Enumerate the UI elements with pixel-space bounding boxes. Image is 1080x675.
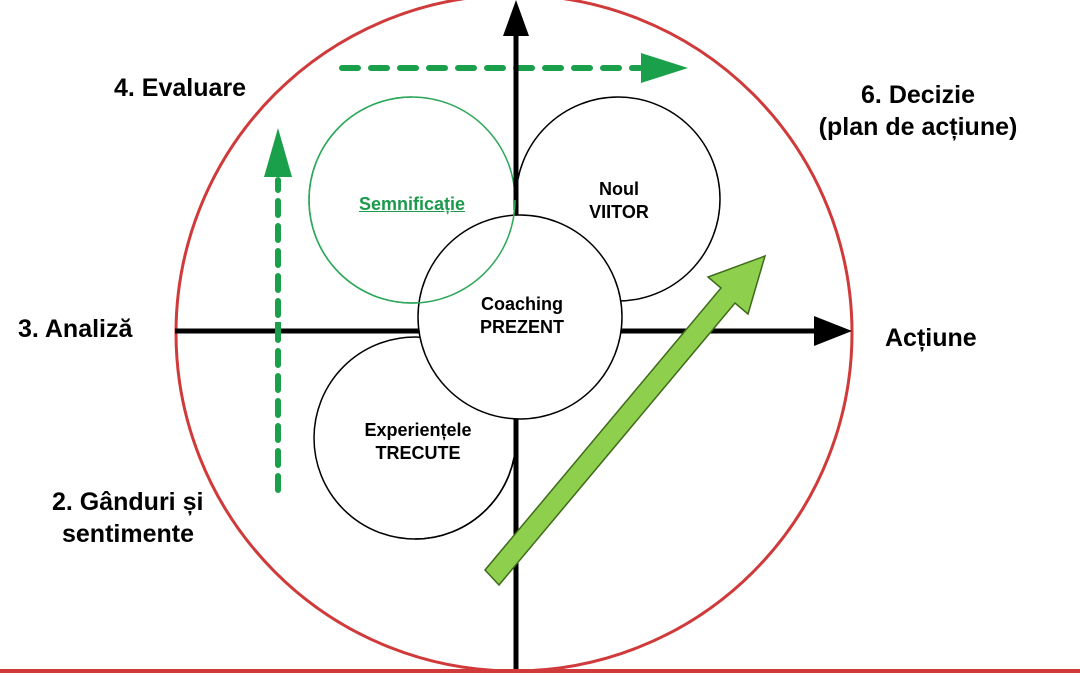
label-noul-viitor: Noul VIITOR bbox=[589, 178, 649, 224]
dashed-arrow-horizontal-head bbox=[641, 53, 688, 83]
label-ganduri-line2: sentimente bbox=[62, 520, 194, 548]
vertical-axis-arrowhead bbox=[503, 0, 529, 36]
dashed-arrow-vertical-head bbox=[264, 128, 292, 177]
label-ganduri: 2. Gânduri și sentimente bbox=[52, 486, 203, 550]
label-decizie-line2: (plan de acțiune) bbox=[818, 113, 1018, 141]
label-actiune: Acțiune bbox=[885, 324, 977, 352]
label-trecute-line1: Experiențele bbox=[364, 420, 472, 440]
label-viitor-line1: Noul bbox=[599, 179, 639, 199]
label-viitor-line2: VIITOR bbox=[589, 202, 649, 222]
label-prezent-line2: PREZENT bbox=[479, 317, 565, 337]
circle-coaching-prezent bbox=[417, 214, 623, 420]
label-experientele-trecute: Experiențele TRECUTE bbox=[364, 419, 471, 465]
label-decizie: 6. Decizie (plan de acțiune) bbox=[819, 79, 1018, 143]
label-evaluare: 4. Evaluare bbox=[114, 74, 247, 102]
horizontal-axis-arrowhead bbox=[814, 316, 852, 346]
circle-experientele-arc bbox=[414, 437, 517, 540]
label-analiza: 3. Analiză bbox=[18, 315, 133, 343]
big-action-arrow bbox=[483, 254, 767, 587]
label-semnificatie: Semnificație bbox=[358, 194, 466, 214]
label-ganduri-line1: 2. Gânduri și bbox=[52, 488, 204, 516]
label-coaching-prezent: Coaching PREZENT bbox=[480, 293, 564, 339]
label-trecute-line2: TRECUTE bbox=[375, 443, 461, 463]
circle-semnificatie-arc bbox=[308, 96, 516, 304]
label-decizie-line1: 6. Decizie bbox=[861, 81, 975, 109]
label-prezent-line1: Coaching bbox=[480, 294, 564, 314]
